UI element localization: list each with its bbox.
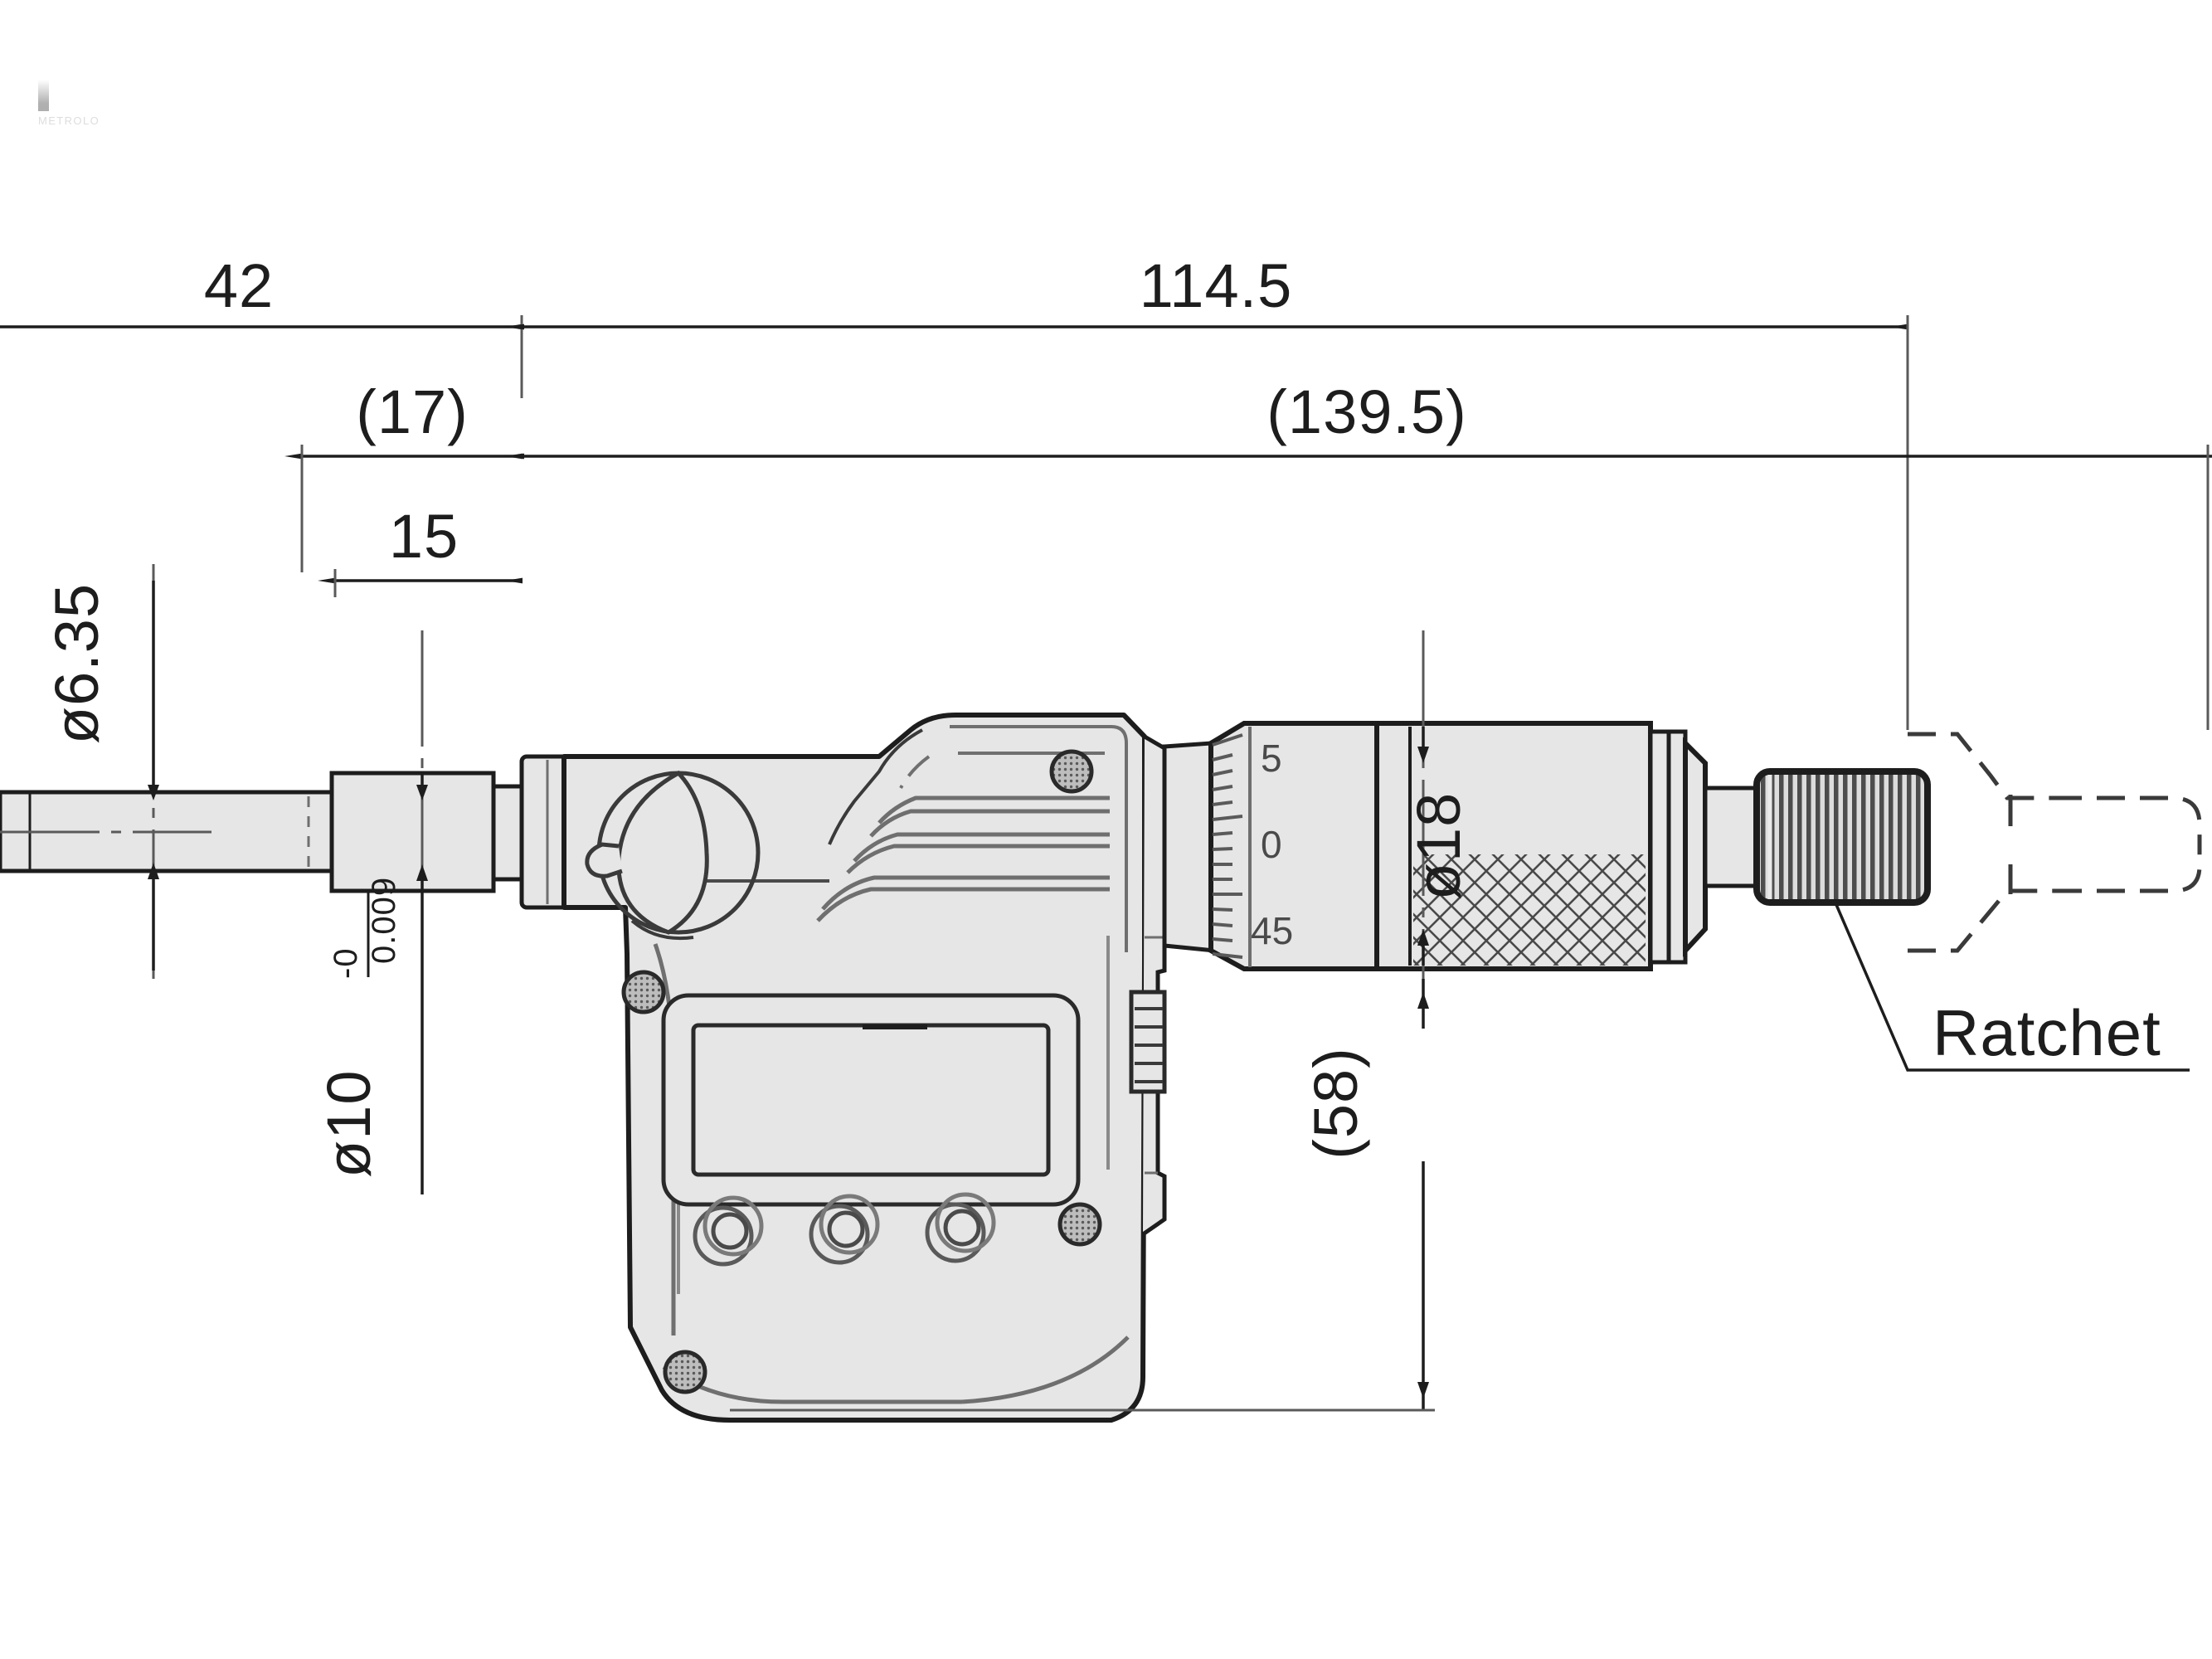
dim-label-139-5: (139.5)	[1266, 377, 1466, 446]
dimension-diameter-6-35: ø6.35	[42, 581, 159, 971]
round-button-icon[interactable]	[925, 1192, 996, 1263]
callout-ratchet: Ratchet	[1833, 900, 2190, 1072]
dimension-114-5: 114.5	[507, 251, 1909, 730]
dimension-42: 42	[0, 251, 523, 398]
dim-label-15: 15	[389, 502, 459, 571]
dim-tol-lower-10: 0.009	[366, 877, 402, 964]
ribbed-knob-icon	[1703, 768, 1931, 906]
phantom-outline-icon	[1908, 732, 2202, 953]
dim-label-17: (17)	[356, 377, 469, 446]
thimble-graduation-icon: 5 0 45	[1208, 721, 1379, 971]
dimension-15: 15	[318, 502, 523, 597]
dimension-139-5-ref: (139.5)	[507, 377, 2212, 730]
thimble-scale-label-1: 0	[1261, 823, 1282, 866]
dimension-diameter-18: ø18	[1404, 727, 1473, 966]
screw-icon	[663, 1350, 707, 1394]
screw-icon	[1057, 1202, 1102, 1247]
round-button-icon[interactable]	[693, 1195, 764, 1267]
dimension-58-ref: (58)	[730, 979, 1435, 1412]
dim-label-18: ø18	[1404, 792, 1473, 901]
dimension-diameter-10: ø10 -0 0.009	[314, 771, 428, 1194]
dim-label-58: (58)	[1301, 1047, 1370, 1160]
dim-label-10: ø10	[314, 1069, 383, 1178]
mounting-collar-icon	[329, 771, 524, 893]
screw-icon	[1049, 749, 1094, 794]
screw-icon	[621, 970, 666, 1014]
thimble-scale-label-0: 5	[1261, 737, 1282, 780]
dimension-lines: 42 114.5 (17) (139.5)	[0, 251, 2212, 1412]
dimension-17-ref: (17)	[284, 377, 523, 572]
micrometer-part-geometry: 5 0 45	[0, 713, 2202, 1423]
thimble-scale-label-2: 45	[1251, 909, 1293, 952]
sleeve-icon	[1162, 741, 1217, 953]
round-button-icon[interactable]	[809, 1194, 880, 1265]
dim-label-114-5: 114.5	[1140, 251, 1293, 320]
dim-tol-upper-10: -0	[328, 947, 364, 979]
callout-label-ratchet: Ratchet	[1932, 996, 2161, 1069]
origin-knob-icon	[585, 770, 761, 941]
side-port-icon	[1129, 990, 1167, 1094]
dim-label-6-35: ø6.35	[42, 583, 111, 744]
lcd-screen-icon	[661, 993, 1081, 1207]
digital-body-icon	[562, 713, 1167, 1423]
dim-label-42: 42	[204, 251, 274, 320]
